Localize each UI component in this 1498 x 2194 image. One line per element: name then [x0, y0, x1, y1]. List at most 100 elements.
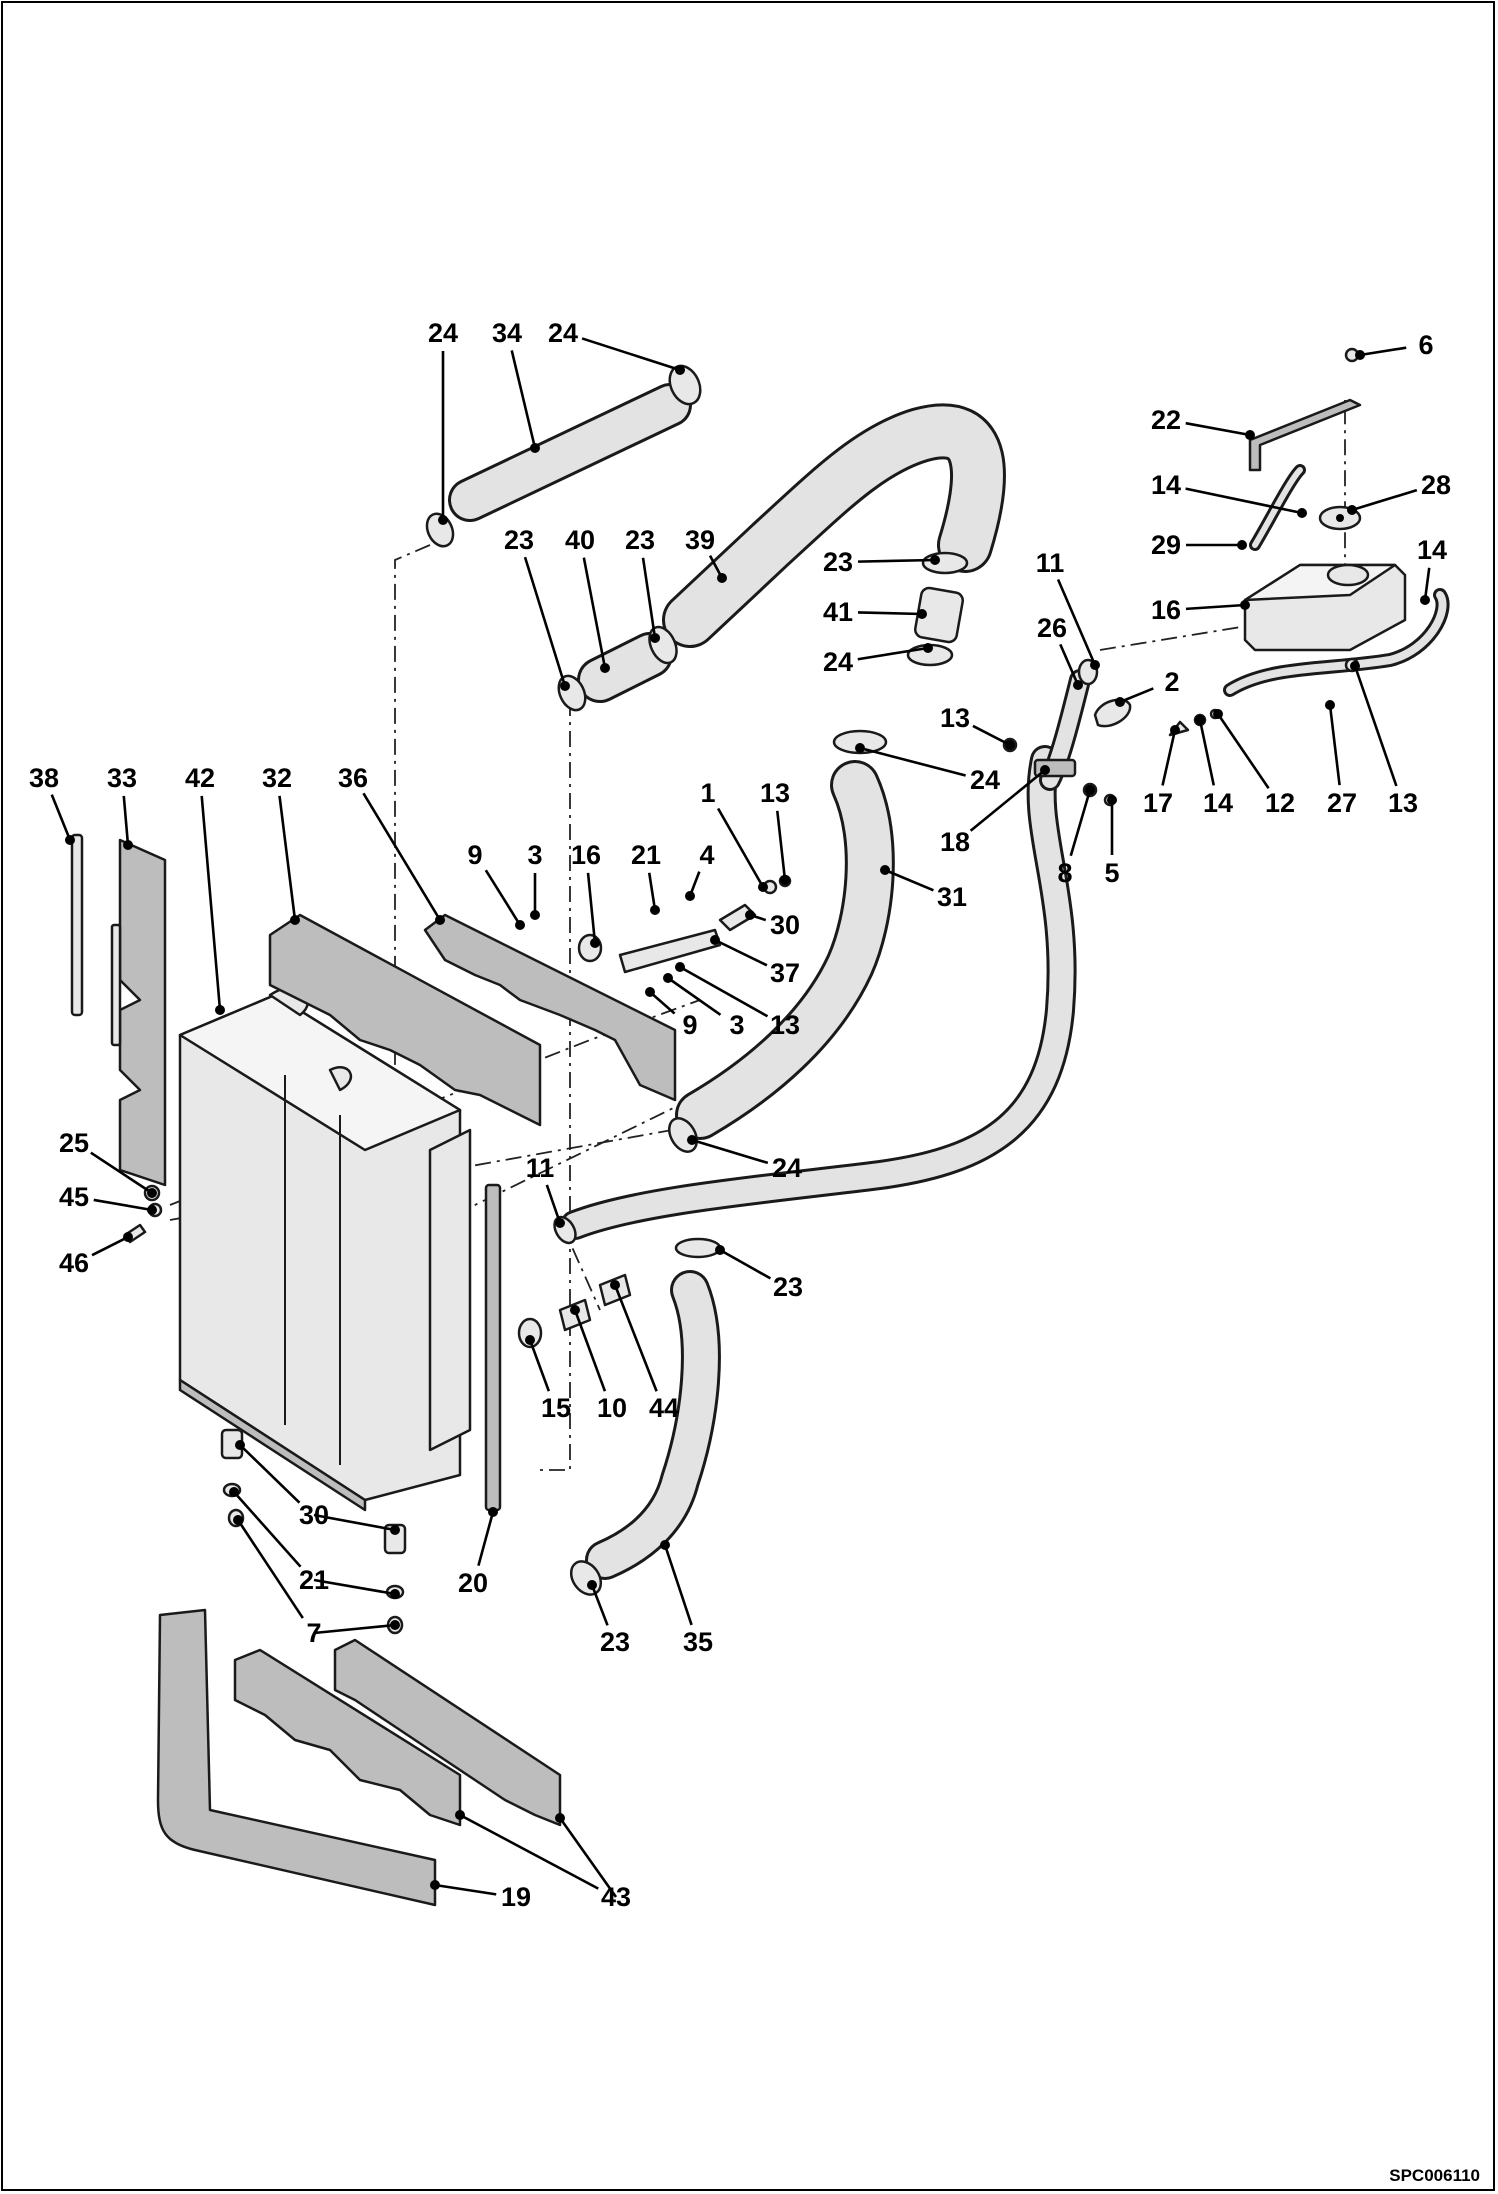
- leader-dot: [685, 891, 695, 901]
- callout-23: 23: [504, 525, 570, 691]
- callout-14: 14: [1151, 470, 1307, 518]
- leader-line: [1423, 567, 1431, 601]
- lower-baffle-43: [233, 1638, 562, 1827]
- coupler-40: [557, 625, 678, 712]
- leader-line: [477, 1511, 495, 1567]
- leader-dot: [855, 743, 865, 753]
- callout-12: 12: [1213, 709, 1295, 818]
- leader-line: [1056, 578, 1097, 666]
- leader-dot: [1107, 795, 1117, 805]
- callout-number: 14: [1151, 470, 1181, 500]
- callout-number: 28: [1421, 470, 1451, 500]
- leader-line: [647, 872, 657, 911]
- leader-line: [362, 792, 442, 921]
- callout-number: 40: [565, 525, 595, 555]
- callout-1: 1: [700, 778, 768, 892]
- leader-line: [667, 976, 722, 1016]
- callout-32: 32: [262, 763, 300, 925]
- leader-line-secondary: [313, 1623, 396, 1635]
- callout-21: 21: [631, 840, 661, 915]
- leader-line: [434, 1883, 497, 1896]
- leader-dot: [530, 910, 540, 920]
- callout-number: 4: [699, 840, 714, 870]
- leader-dot-secondary: [390, 1525, 400, 1535]
- leader-dot: [917, 609, 927, 619]
- leader-dot: [1073, 680, 1083, 690]
- bracket-37: [577, 874, 792, 974]
- callout-4: 4: [685, 840, 715, 901]
- leader-line: [50, 794, 72, 841]
- leader-dot: [1090, 660, 1100, 670]
- callout-number: 19: [501, 1882, 531, 1912]
- leader-dot: [1170, 725, 1180, 735]
- callout-number: 23: [504, 525, 534, 555]
- callout-number: 36: [338, 763, 368, 793]
- callout-24: 24: [823, 643, 933, 677]
- callout-number: 24: [548, 318, 578, 348]
- leader-line: [233, 1491, 302, 1568]
- leader-line: [1059, 643, 1080, 686]
- leader-dot: [1240, 600, 1250, 610]
- leader-dot: [587, 1580, 597, 1590]
- callout-number: 34: [492, 318, 522, 348]
- callout-14: 14: [1195, 715, 1233, 818]
- callout-number: 30: [770, 910, 800, 940]
- callout-2: 2: [1115, 667, 1180, 707]
- leader-dot: [530, 443, 540, 453]
- leader-line: [1119, 687, 1154, 704]
- leader-line: [1185, 603, 1246, 611]
- callout-number: 23: [823, 547, 853, 577]
- leader-line: [691, 1138, 769, 1165]
- callout-20: 20: [458, 1507, 498, 1598]
- callout-number: 13: [1388, 788, 1418, 818]
- callout-38: 38: [29, 763, 75, 845]
- leader-line: [1353, 665, 1398, 787]
- callout-number: 42: [185, 763, 215, 793]
- callout-number: 11: [526, 1153, 555, 1183]
- leader-line: [586, 872, 597, 944]
- leader-dot: [930, 555, 940, 565]
- callout-26: 26: [1037, 613, 1083, 690]
- leader-line: [1161, 729, 1177, 786]
- leader-line: [1069, 789, 1092, 857]
- callout-number: 24: [772, 1153, 802, 1183]
- callout-24: 24: [548, 318, 685, 375]
- callout-number: 23: [600, 1627, 630, 1657]
- callout-number: 14: [1417, 535, 1447, 565]
- callout-40: 40: [565, 525, 610, 673]
- leader-dot: [675, 962, 685, 972]
- callout-13: 13: [760, 778, 790, 885]
- leader-line: [714, 938, 768, 967]
- callout-10: 10: [570, 1305, 627, 1423]
- leader-dot: [1420, 595, 1430, 605]
- leader-line: [857, 558, 936, 563]
- radiator-42: [178, 986, 472, 1512]
- leader-dot: [229, 1487, 239, 1497]
- callout-number: 13: [940, 703, 970, 733]
- leader-line: [969, 768, 1046, 832]
- leader-dot: [1195, 715, 1205, 725]
- callout-number: 18: [940, 827, 970, 857]
- leader-dot: [590, 938, 600, 948]
- callout-42: 42: [185, 763, 225, 1015]
- callout-31: 31: [880, 865, 967, 912]
- callout-36: 36: [338, 763, 445, 925]
- callout-24: 24: [855, 743, 1000, 795]
- leader-dot: [525, 1335, 535, 1345]
- callout-number: 24: [970, 765, 1000, 795]
- leader-dot: [650, 633, 660, 643]
- leader-line: [859, 746, 966, 777]
- leader-line: [775, 810, 787, 881]
- callout-29: 29: [1151, 530, 1247, 560]
- leader-dot: [1245, 430, 1255, 440]
- callout-25: 25: [59, 1128, 157, 1198]
- callout-3: 3: [527, 840, 543, 920]
- callout-number: 13: [760, 778, 790, 808]
- leader-dot: [610, 1280, 620, 1290]
- leader-dot: [1085, 785, 1095, 795]
- callout-number: 17: [1143, 788, 1173, 818]
- callout-24: 24: [687, 1135, 802, 1183]
- leader-dot: [65, 835, 75, 845]
- callout-number: 20: [458, 1568, 488, 1598]
